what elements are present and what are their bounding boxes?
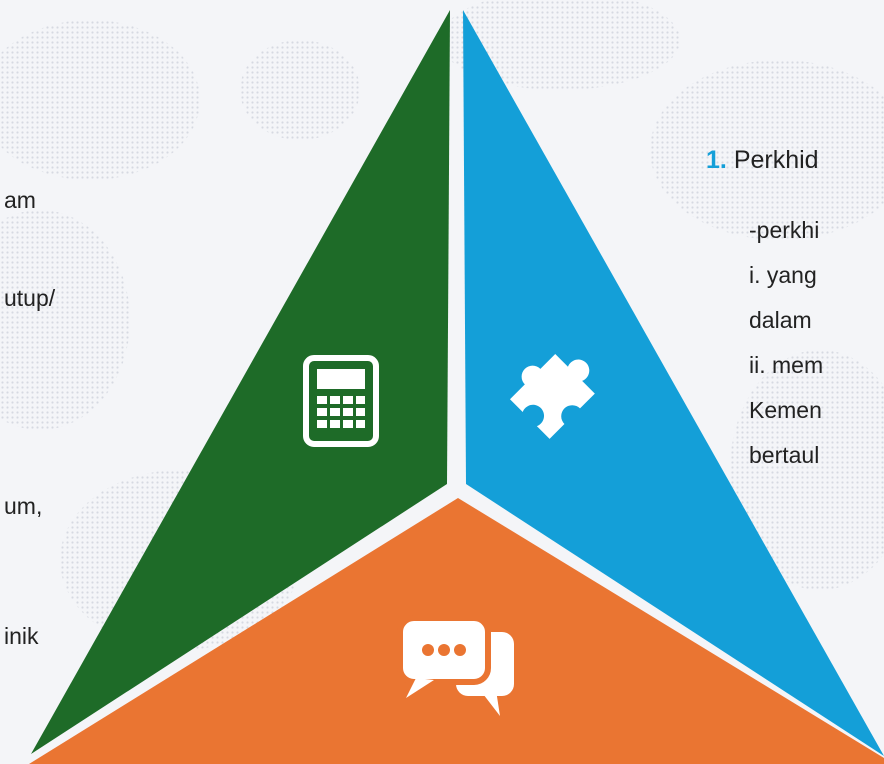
segment-green [31,10,450,754]
right-text-line: dalam [749,307,812,333]
right-text-line: ii. mem [749,352,824,378]
segment-blue [463,10,884,756]
right-text-line: -perkhi [749,217,820,243]
heading-text: Perkhid [733,146,819,174]
left-text-line-1: am [4,187,36,213]
chat-bubbles-icon [397,615,514,716]
left-text-line-3: um, [4,493,43,519]
calculator-icon [303,355,379,447]
right-heading: 1. Perkhid [706,146,819,174]
right-text-line: i. yang [749,262,817,288]
heading-number: 1. [706,146,727,174]
left-text-line-4: inik [4,623,39,649]
right-text-line: Kemen [749,397,822,423]
right-text-line: bertaul [749,442,820,468]
puzzle-piece-icon [509,353,595,439]
left-text-line-2: utup/ [4,285,56,311]
